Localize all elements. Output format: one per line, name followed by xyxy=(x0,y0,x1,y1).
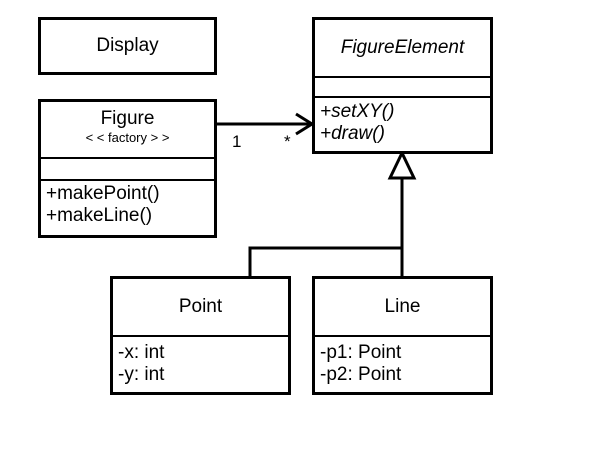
class-line-name-compartment: Line xyxy=(315,279,490,337)
operation-set-xy: +setXY() xyxy=(320,101,395,122)
class-figure[interactable]: Figure < < factory > > +makePoint() +mak… xyxy=(38,99,217,238)
class-point-attributes: -x: int -y: int xyxy=(113,337,288,386)
attribute-x: -x: int xyxy=(118,342,165,363)
class-figure-element[interactable]: FigureElement +setXY() +draw() xyxy=(312,17,493,154)
generalization-branch-point xyxy=(248,246,402,278)
operation-make-line: +makeLine() xyxy=(46,205,153,226)
multiplicity-source: 1 xyxy=(232,132,242,151)
class-line[interactable]: Line -p1: Point -p2: Point xyxy=(312,276,493,395)
class-figure-operations: +makePoint() +makeLine() xyxy=(41,181,214,227)
class-figure-element-name-compartment: FigureElement xyxy=(315,20,490,78)
attribute-p1: -p1: Point xyxy=(320,342,402,363)
class-figure-stereotype: < < factory > > xyxy=(85,130,170,145)
class-figure-attributes xyxy=(41,159,214,181)
class-figure-name: Figure xyxy=(100,108,155,129)
class-figure-element-attributes xyxy=(315,78,490,98)
multiplicity-target: * xyxy=(284,132,291,151)
class-line-attributes: -p1: Point -p2: Point xyxy=(315,337,490,386)
attribute-p2: -p2: Point xyxy=(320,364,402,385)
operation-draw: +draw() xyxy=(320,123,385,144)
class-figure-element-operations: +setXY() +draw() xyxy=(315,98,490,145)
class-display-name: Display xyxy=(96,35,159,56)
class-figure-name-compartment: Figure < < factory > > xyxy=(41,102,214,159)
generalization-triangle xyxy=(387,149,417,180)
operation-make-point: +makePoint() xyxy=(46,183,160,204)
attribute-y: -y: int xyxy=(118,364,165,385)
class-line-name: Line xyxy=(384,296,421,317)
class-point[interactable]: Point -x: int -y: int xyxy=(110,276,291,395)
class-display[interactable]: Display xyxy=(38,17,217,75)
class-point-name: Point xyxy=(178,296,223,317)
class-figure-element-name: FigureElement xyxy=(340,37,465,58)
class-point-name-compartment: Point xyxy=(113,279,288,337)
